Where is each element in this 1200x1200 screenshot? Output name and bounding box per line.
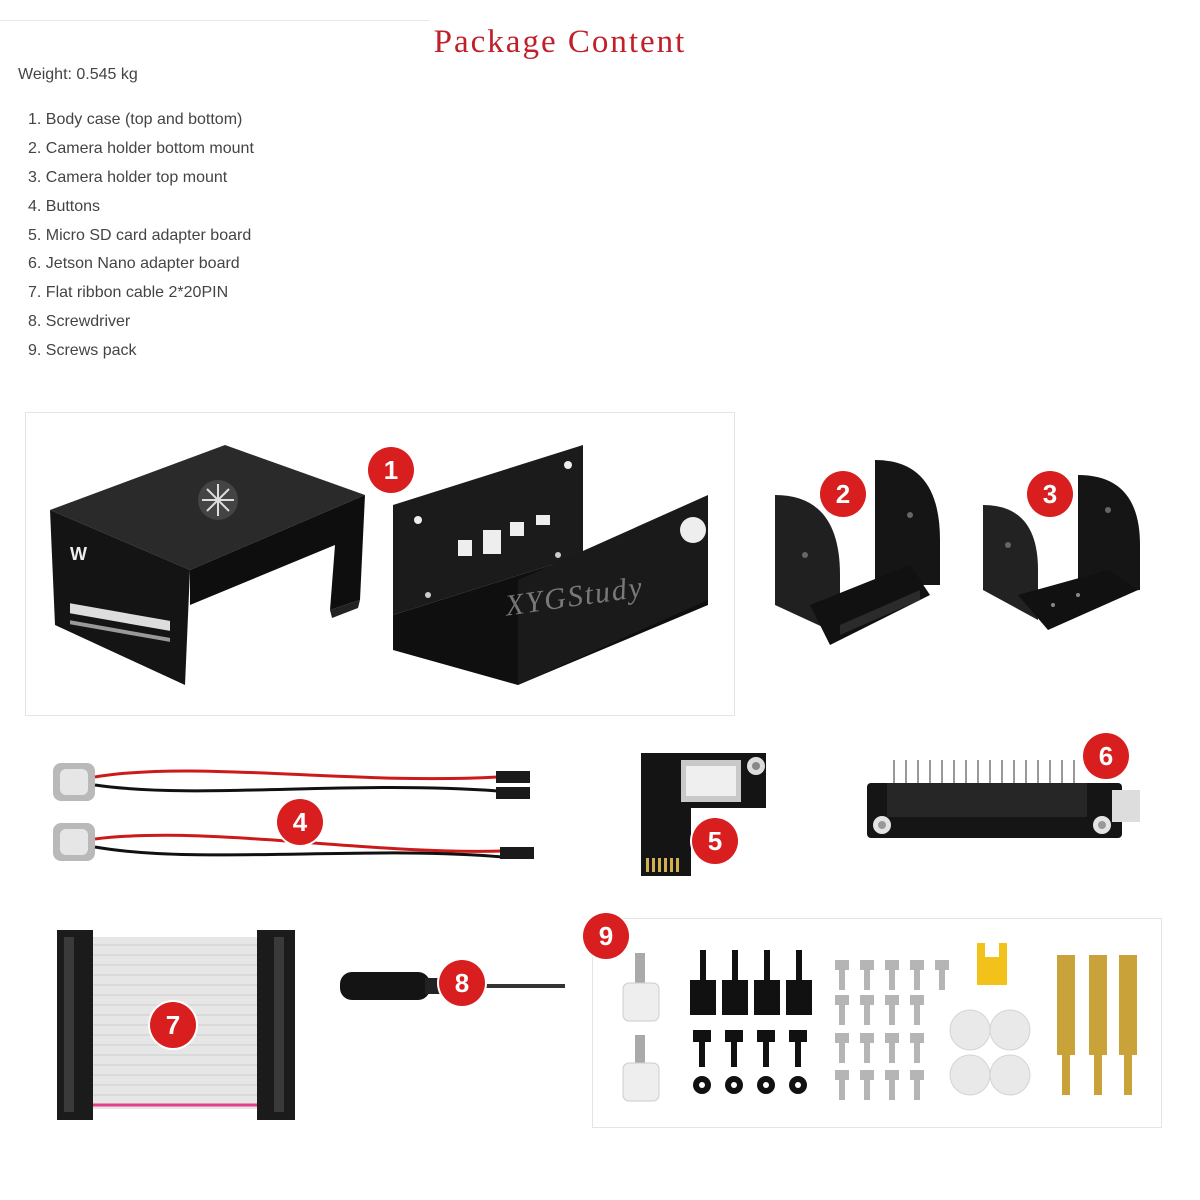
badge-1: 1 bbox=[368, 447, 414, 493]
package-list: 1. Body case (top and bottom) 2. Camera … bbox=[28, 110, 254, 370]
sd-adapter-image bbox=[641, 753, 766, 876]
svg-text:W: W bbox=[70, 544, 87, 564]
buttons-cables-image bbox=[53, 763, 534, 861]
screws-pack-image bbox=[622, 943, 1137, 1102]
badge-3: 3 bbox=[1027, 471, 1073, 517]
list-item: 4. Buttons bbox=[28, 197, 101, 215]
camera-holder-bottom-image bbox=[775, 460, 940, 645]
list-item: 5. Micro SD card adapter board bbox=[28, 226, 252, 244]
case-bottom-image bbox=[393, 445, 708, 685]
badge-6: 6 bbox=[1083, 733, 1129, 779]
list-item: 3. Camera holder top mount bbox=[28, 168, 228, 186]
list-item: 7. Flat ribbon cable 2*20PIN bbox=[28, 284, 229, 302]
weight-label: Weight: 0.545 kg bbox=[18, 66, 138, 83]
page-title: Package Content bbox=[433, 24, 687, 60]
top-divider bbox=[0, 20, 430, 21]
badge-2: 2 bbox=[820, 471, 866, 517]
jetson-adapter-image bbox=[867, 760, 1140, 838]
badge-9: 9 bbox=[583, 913, 629, 959]
list-item: 2. Camera holder bottom mount bbox=[28, 139, 254, 157]
list-item: 6. Jetson Nano adapter board bbox=[28, 255, 240, 273]
camera-holder-top-image bbox=[983, 475, 1140, 630]
list-item: 1. Body case (top and bottom) bbox=[28, 111, 243, 128]
list-item: 8. Screwdriver bbox=[28, 313, 131, 331]
case-top-cover-image: W bbox=[50, 445, 365, 685]
badge-5: 5 bbox=[692, 818, 738, 864]
badge-7: 7 bbox=[150, 1002, 196, 1048]
list-item: 9. Screws pack bbox=[28, 342, 137, 360]
badge-4: 4 bbox=[277, 799, 323, 845]
badge-8: 8 bbox=[439, 960, 485, 1006]
